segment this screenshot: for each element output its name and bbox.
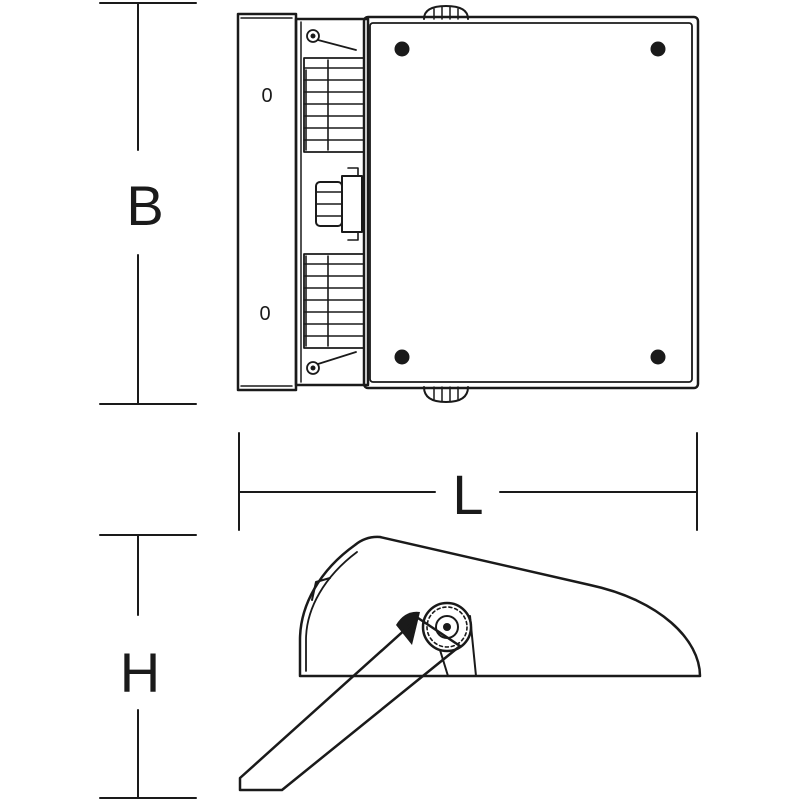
top-view: 0 0 bbox=[236, 5, 700, 403]
cable-entry bbox=[311, 577, 331, 601]
bracket-marking-lower: 0 bbox=[259, 303, 270, 325]
mounting-bracket bbox=[236, 12, 298, 392]
housing-side-profile bbox=[298, 535, 702, 678]
cover-screw-icon bbox=[394, 41, 410, 57]
frame-screw-icon bbox=[306, 29, 320, 43]
dimension-h: H bbox=[99, 534, 197, 799]
adjustment-knob-icon bbox=[423, 386, 469, 403]
dimension-b-label: B bbox=[126, 174, 163, 237]
front-cover-inner bbox=[369, 22, 693, 383]
pivot-knob-icon bbox=[421, 601, 473, 653]
cover-screw-icon bbox=[650, 41, 666, 57]
bracket-marking-upper: 0 bbox=[261, 85, 272, 107]
dimension-l: L bbox=[238, 432, 698, 531]
cover-screw-icon bbox=[650, 349, 666, 365]
cable-gland-icon bbox=[315, 167, 363, 241]
front-cover bbox=[362, 15, 700, 390]
side-view bbox=[238, 535, 702, 792]
mounting-arm bbox=[238, 616, 462, 792]
dimension-h-label: H bbox=[120, 641, 160, 704]
frame-screw-icon bbox=[306, 361, 320, 375]
heat-sink-fins-lower bbox=[303, 253, 365, 349]
adjustment-knob-icon bbox=[423, 5, 469, 20]
heat-sink-frame bbox=[294, 17, 370, 387]
dimension-l-label: L bbox=[452, 463, 483, 526]
cover-screw-icon bbox=[394, 349, 410, 365]
dimension-b: B bbox=[99, 2, 197, 405]
heat-sink-fins-upper bbox=[303, 57, 365, 153]
